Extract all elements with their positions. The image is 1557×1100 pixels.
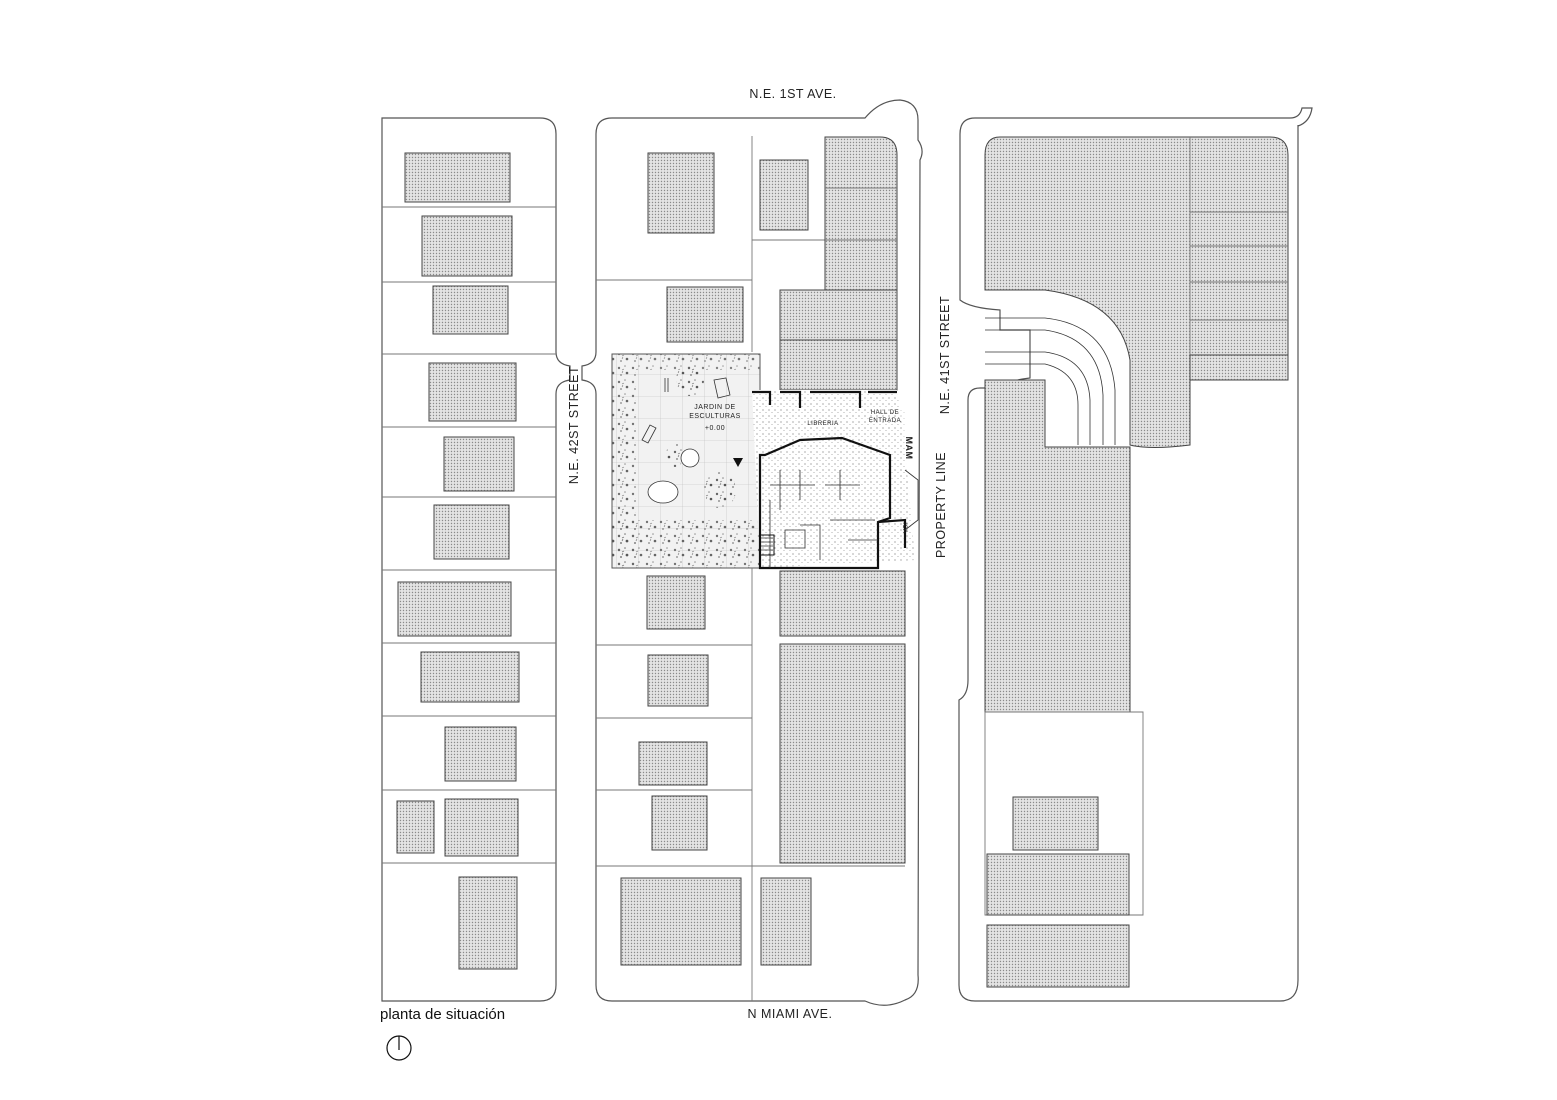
building (444, 726, 517, 782)
north-arrow-icon (386, 1035, 412, 1061)
museum-sign: MAM (904, 437, 914, 460)
museum-sign-2: ICA (901, 522, 907, 534)
building (666, 286, 744, 343)
building (1189, 354, 1289, 381)
building (443, 436, 515, 492)
building (428, 362, 517, 422)
building (646, 575, 706, 630)
building (647, 152, 715, 234)
building (760, 877, 812, 966)
building (986, 924, 1130, 988)
garden-level-label: +0.00 (705, 425, 725, 432)
building (759, 159, 809, 231)
middle-block (581, 99, 923, 1006)
building (421, 215, 513, 277)
street-label-north: N.E. 1ST AVE. (749, 87, 836, 101)
building (420, 651, 520, 703)
building (779, 643, 906, 864)
bookstore-label: LIBRERIA (807, 421, 838, 427)
building (984, 136, 1289, 448)
building (432, 285, 509, 335)
building (986, 853, 1130, 916)
building (824, 136, 898, 291)
building (647, 654, 709, 707)
property-line-label: PROPERTY LINE (934, 452, 948, 558)
building (779, 289, 898, 341)
building (651, 795, 708, 851)
garden-level-marker (733, 458, 743, 467)
hall-label-line1: HALL DE (871, 410, 899, 416)
building (397, 581, 512, 637)
left-block (381, 117, 571, 1002)
building (458, 876, 518, 970)
drawing-caption: planta de situación (380, 1006, 505, 1023)
street-label-west: N.E. 42ST STREET (567, 366, 581, 484)
building (620, 877, 742, 966)
building (638, 741, 708, 786)
building (1012, 796, 1099, 851)
building (396, 800, 435, 854)
building (444, 798, 519, 857)
building (779, 570, 906, 637)
building (779, 339, 898, 391)
right-block (958, 107, 1313, 1002)
museum-building (733, 390, 919, 570)
street-label-south: N MIAMI AVE. (748, 1007, 833, 1021)
building (404, 152, 511, 203)
garden-label-line1: JARDIN DE (694, 404, 735, 411)
garden-label-line2: ESCULTURAS (689, 413, 741, 420)
hall-label-line2: ENTRADA (869, 418, 901, 424)
street-label-east: N.E. 41ST STREET (938, 296, 952, 414)
building (433, 504, 510, 560)
